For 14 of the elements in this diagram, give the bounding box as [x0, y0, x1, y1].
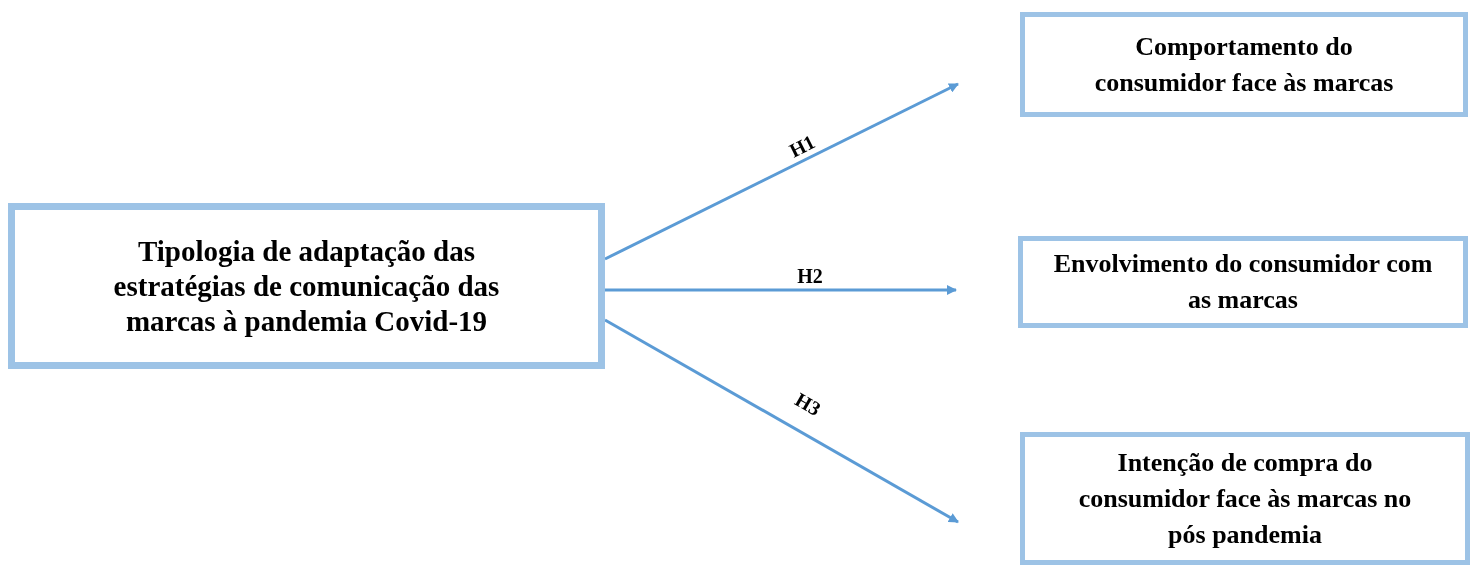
text-box: [1018, 236, 1468, 328]
edge-label: H3: [791, 388, 825, 420]
box-text: Intenção de compra do consumidor face às marcas no pós pandemia: [1077, 446, 1413, 551]
box-text: Comportamento do consumidor face às marcas: [1093, 30, 1395, 99]
arrow: [605, 285, 957, 295]
arrow: [604, 318, 959, 524]
arrow: [604, 82, 959, 261]
text-box: [8, 203, 605, 369]
edge-label: H2: [797, 265, 823, 287]
box-text: Tipologia de adaptação das estratégias de comunicação das marcas à pandemia Covid-19: [112, 233, 501, 339]
text-box: [1020, 12, 1468, 117]
edge-label: H1: [785, 130, 819, 162]
box-text: Envolvimento do consumidor com as marcas: [1053, 248, 1433, 316]
text-box: [1020, 432, 1470, 565]
